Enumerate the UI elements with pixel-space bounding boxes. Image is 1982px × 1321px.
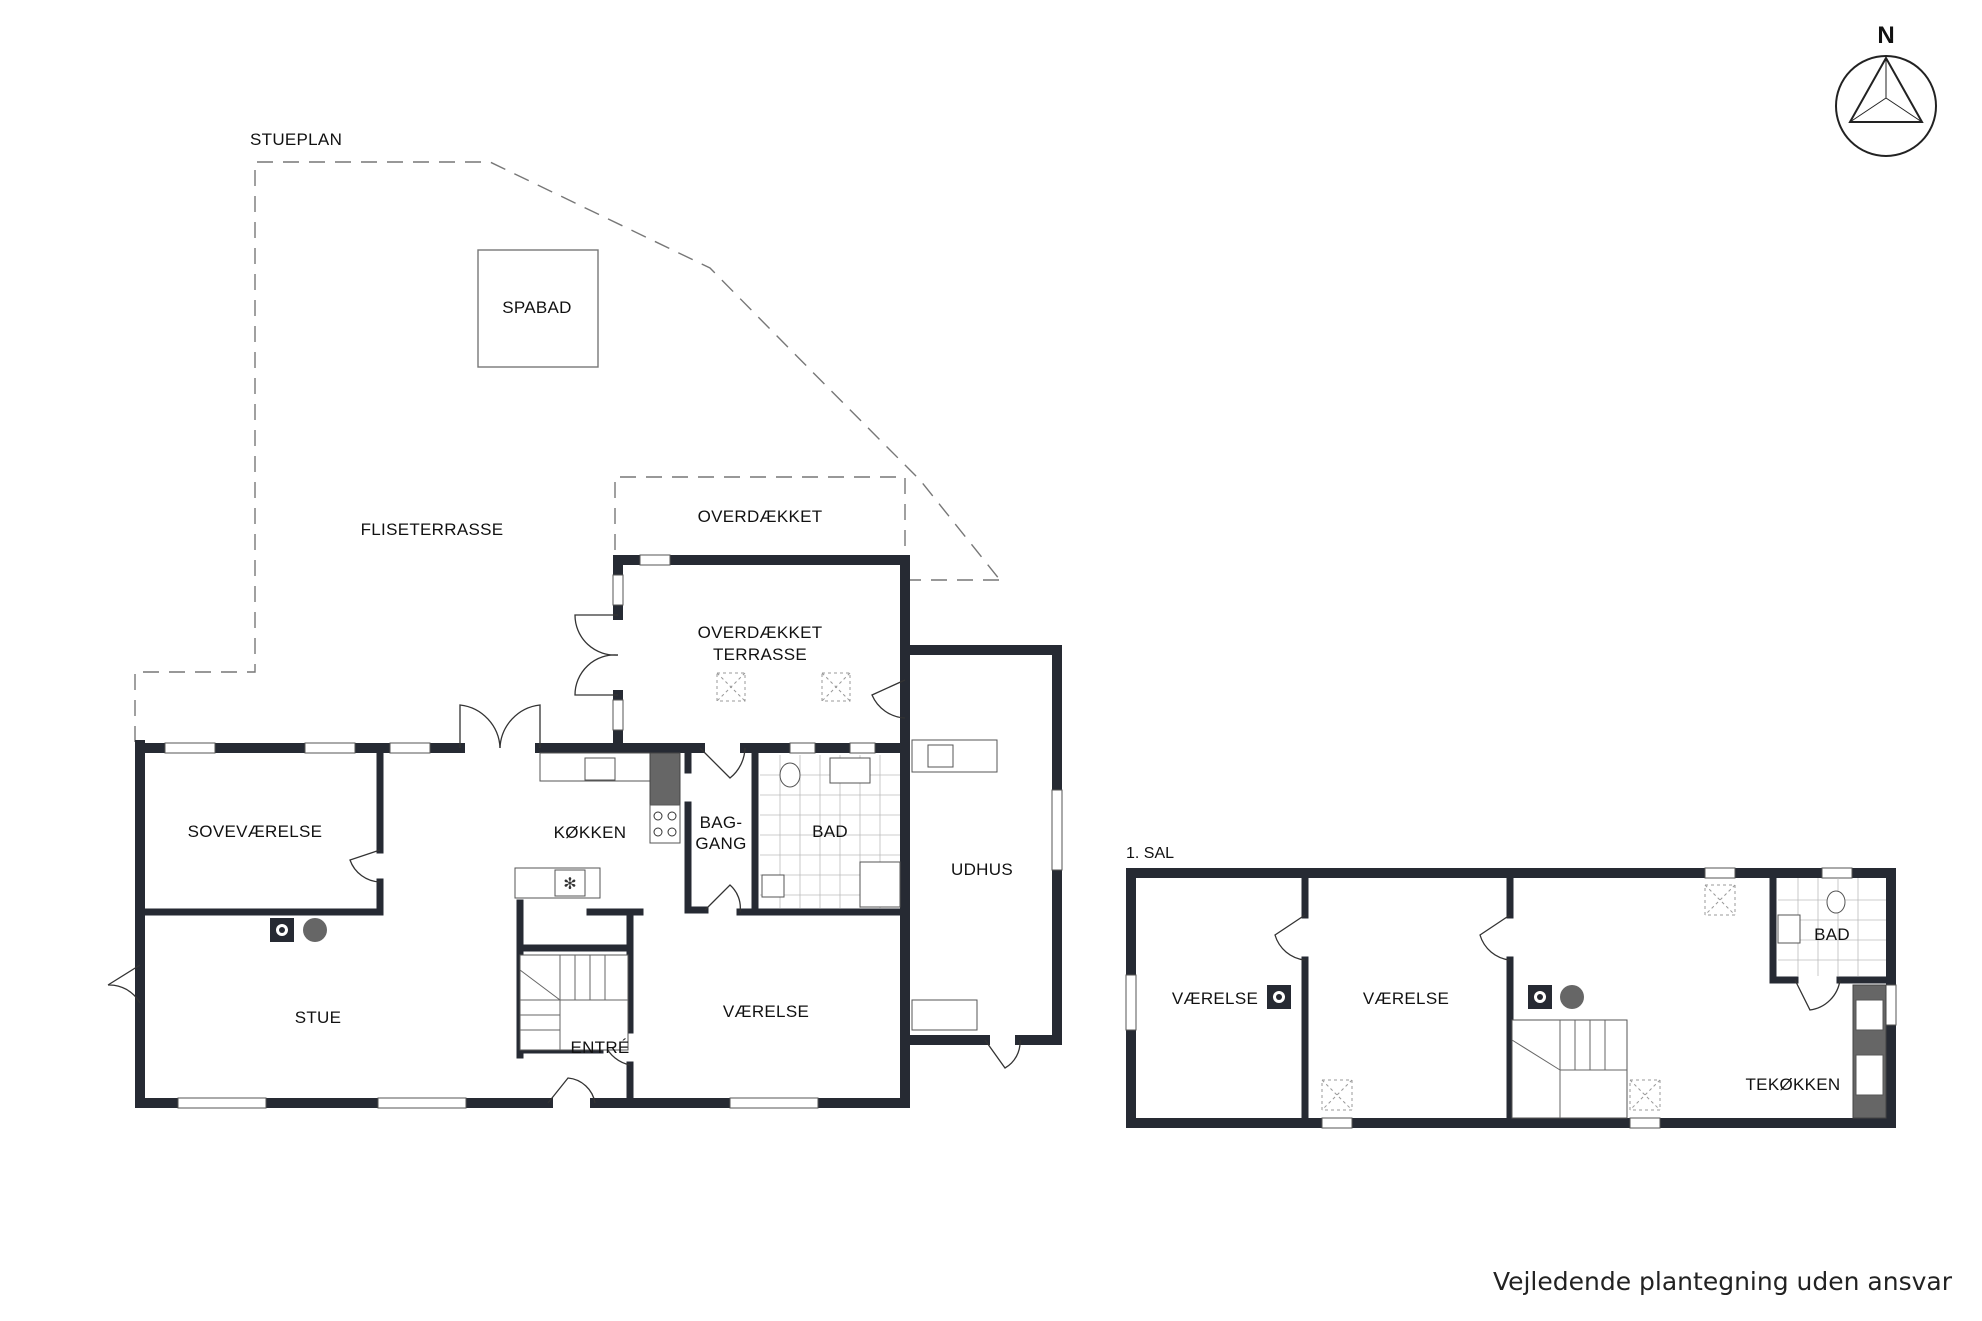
room-label-tekokken: TEKØKKEN	[1746, 1075, 1841, 1094]
room-label-udhus: UDHUS	[951, 860, 1013, 879]
first-floor-fixtures	[1267, 878, 1887, 1119]
room-label-sovevaerelse: SOVEVÆRELSE	[188, 822, 323, 841]
room-label-fliseterrasse: FLISETERRASSE	[361, 520, 504, 539]
room-label-spabad: SPABAD	[502, 298, 572, 317]
room-label-vaerelse-1: VÆRELSE	[1172, 989, 1258, 1008]
room-label-entre: ENTRÉ	[570, 1038, 629, 1057]
room-label-bad: BAD	[812, 822, 848, 841]
room-label-baggang-line1: BAG-	[700, 813, 743, 832]
north-compass-icon	[1835, 55, 1937, 157]
ground-floor-windows	[164, 554, 1063, 1109]
first-floor-title: 1. SAL	[1126, 845, 1174, 862]
terrace-outline	[134, 161, 1001, 742]
room-label-kokken: KØKKEN	[554, 823, 627, 842]
ground-floor-fixtures: ✻	[270, 672, 998, 1051]
compass-north-label: N	[1877, 22, 1894, 49]
room-label-vaerelse-2: VÆRELSE	[1363, 989, 1449, 1008]
ground-floor-title: STUEPLAN	[250, 130, 342, 149]
room-label-vaerelse: VÆRELSE	[723, 1002, 809, 1021]
room-label-bad-upper: BAD	[1814, 925, 1850, 944]
room-label-overdaekket-terrasse-line1: OVERDÆKKET	[698, 623, 823, 642]
room-label-baggang-line2: GANG	[695, 834, 746, 853]
svg-text:✻: ✻	[563, 874, 576, 893]
first-floor-doors	[1274, 914, 1841, 1011]
disclaimer-text: Vejledende plantegning uden ansvar	[1493, 1267, 1953, 1296]
spabad-outline	[477, 249, 599, 368]
room-label-overdaekket-terrasse-line2: TERRASSE	[713, 645, 807, 664]
room-label-stue: STUE	[295, 1008, 342, 1027]
first-floor-windows	[1125, 867, 1897, 1129]
room-label-overdaekket: OVERDÆKKET	[698, 507, 823, 526]
ground-floor-doors	[107, 614, 1021, 1104]
